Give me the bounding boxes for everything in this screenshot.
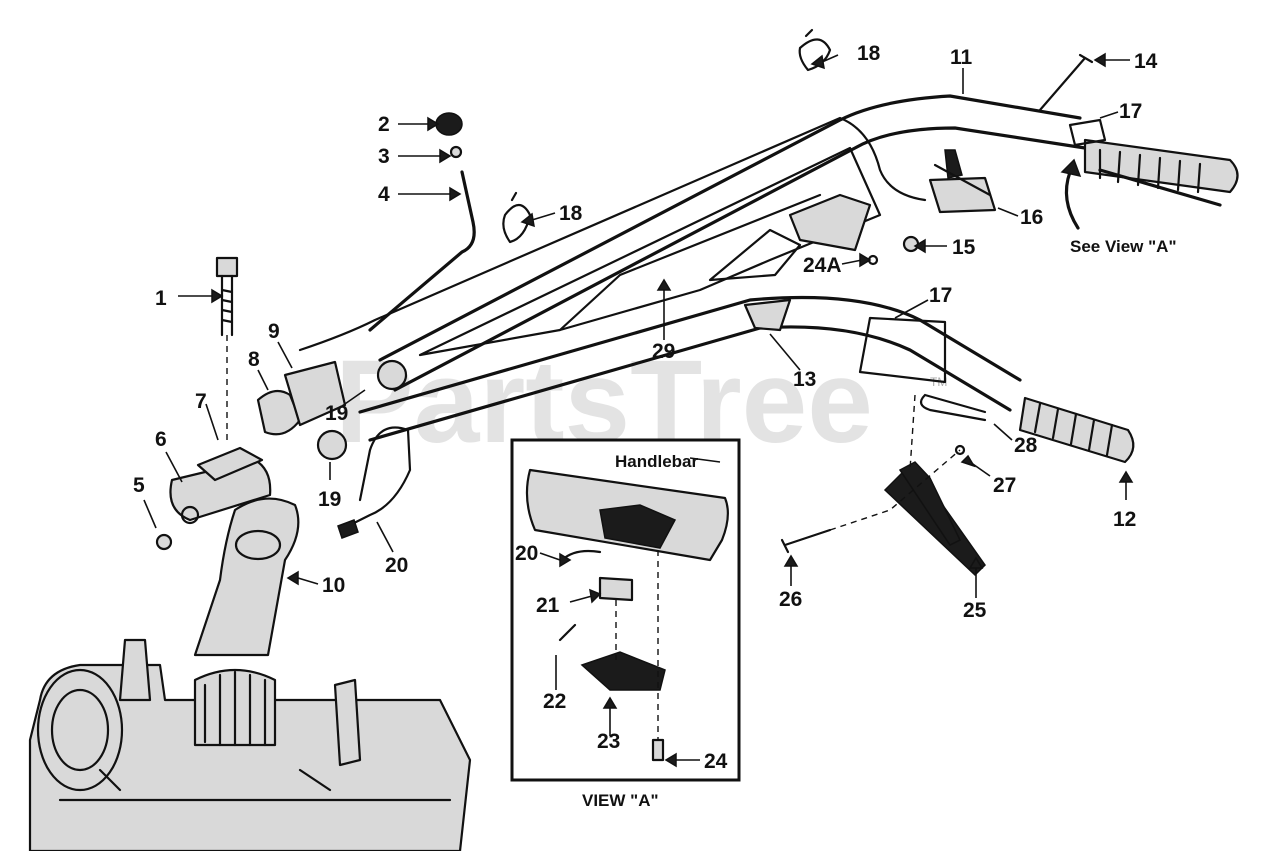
bolt-1 (215, 256, 239, 337)
bracket-9 (283, 360, 347, 427)
inset-view-a (510, 438, 741, 782)
label-11: 11 (950, 46, 973, 69)
label-9: 9 (268, 320, 280, 343)
label-16: 16 (1020, 206, 1043, 229)
label-4: 4 (378, 183, 390, 206)
label-20-main: 20 (385, 554, 408, 577)
label-17-upper: 17 (1119, 100, 1142, 123)
cable-20 (338, 426, 412, 532)
nut-27 (954, 444, 966, 456)
label-6: 6 (155, 428, 167, 451)
inset-bolt-24 (651, 738, 665, 762)
label-29: 29 (652, 340, 675, 363)
label-3: 3 (378, 145, 390, 168)
clamp-6 (169, 458, 272, 522)
leader-lines (143, 52, 1134, 768)
label-1: 1 (155, 287, 167, 310)
cable-20-end (337, 519, 359, 539)
inset-part-21 (598, 576, 634, 602)
label-10: 10 (322, 574, 345, 597)
inset-bracket (599, 504, 677, 549)
control-lever-25 (883, 461, 986, 577)
label-19-lower: 19 (318, 488, 341, 511)
handlebar-brace-plate (418, 146, 882, 357)
cable-tie-18-mid (502, 191, 532, 244)
see-view-a-label: See View "A" (1070, 237, 1177, 256)
washer-3 (449, 145, 463, 159)
label-2: 2 (378, 113, 390, 136)
label-15: 15 (952, 236, 976, 259)
handlebar-upper-tube (298, 94, 1239, 392)
nut-5 (155, 533, 173, 551)
support-10 (193, 497, 300, 657)
label-13: 13 (793, 368, 816, 391)
decal-17-lower (858, 316, 947, 384)
label-19-upper: 19 (325, 402, 348, 425)
nut-19-lower (316, 429, 348, 461)
bracket-13 (743, 298, 792, 332)
label-23: 23 (597, 730, 620, 753)
label-27: 27 (993, 474, 1016, 497)
bracket-7 (196, 446, 264, 482)
label-18-mid: 18 (559, 202, 583, 225)
label-12: 12 (1113, 508, 1136, 531)
decal-17-upper (1068, 118, 1107, 147)
label-21: 21 (536, 594, 560, 617)
hairpin-clip-28 (919, 393, 987, 422)
label-14: 14 (1134, 50, 1158, 73)
bolt-26 (780, 528, 832, 554)
label-25: 25 (963, 599, 987, 622)
label-22: 22 (543, 690, 566, 713)
label-28: 28 (1014, 434, 1038, 457)
inset-handlebar-label: Handlebar (615, 452, 699, 471)
switch-bracket-16 (928, 149, 997, 214)
inset-caption: VIEW "A" (582, 791, 659, 810)
callout-labels: 1 2 3 4 5 6 7 8 9 10 11 12 13 14 15 16 1… (133, 42, 1177, 810)
label-20-inset: 20 (515, 542, 538, 565)
label-5: 5 (133, 474, 145, 497)
label-8: 8 (248, 348, 260, 371)
knob-2 (435, 112, 463, 136)
screw-14 (1038, 53, 1094, 112)
label-17-lower: 17 (929, 284, 952, 307)
shift-rod-4 (368, 170, 476, 332)
label-26: 26 (779, 588, 802, 611)
label-24a: 24A (803, 254, 842, 277)
inset-pin-22 (558, 623, 577, 642)
nut-19-upper (376, 359, 408, 391)
inset-part-23 (580, 651, 666, 691)
transmission-body (28, 638, 472, 851)
nut-15 (902, 235, 920, 253)
label-7: 7 (195, 390, 207, 413)
label-18-top: 18 (857, 42, 881, 65)
label-24: 24 (704, 750, 728, 773)
